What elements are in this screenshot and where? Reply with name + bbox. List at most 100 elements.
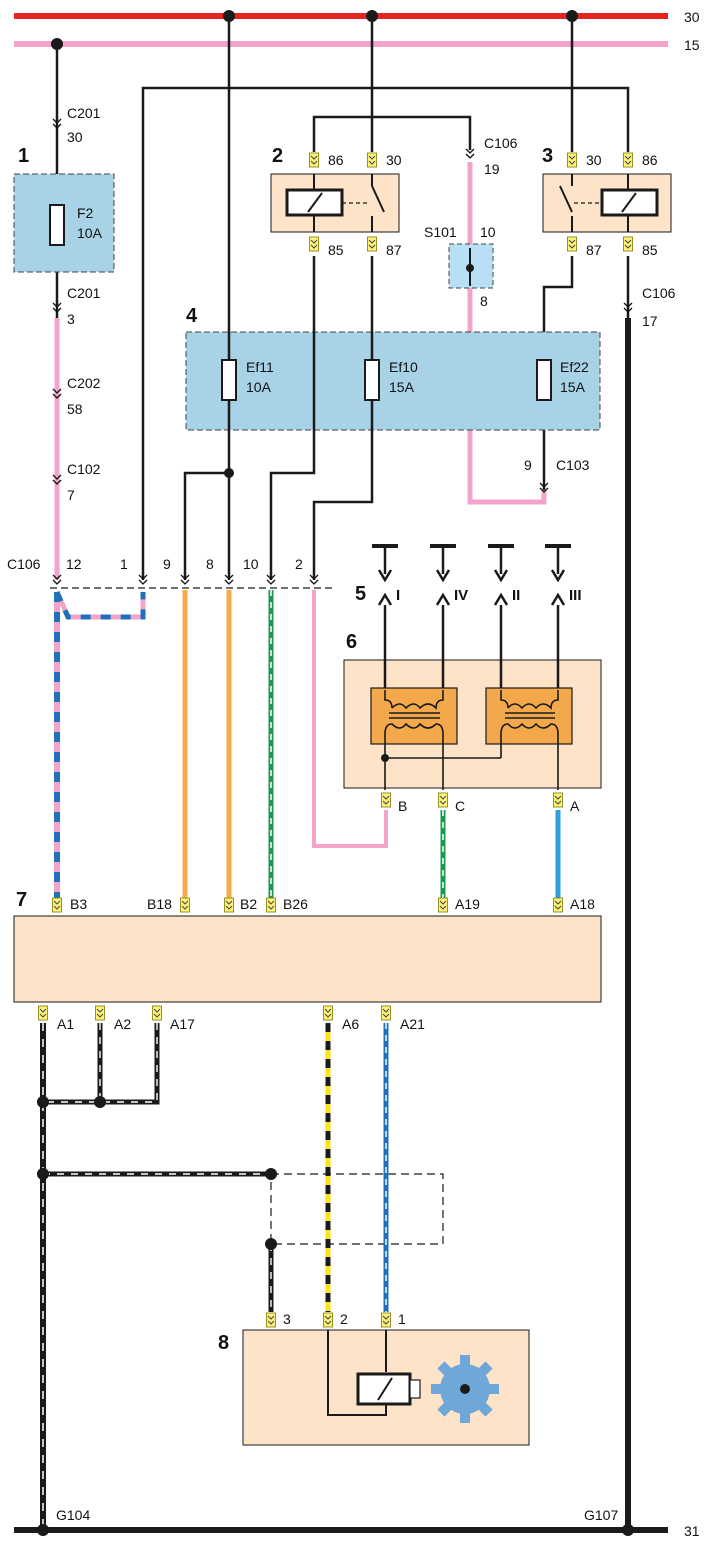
ecu-pin-a18-label: A18 bbox=[570, 896, 595, 912]
junction-dot bbox=[37, 1096, 49, 1108]
relay-2-87-label: 87 bbox=[386, 242, 402, 258]
c106-top-label: C106 bbox=[484, 135, 518, 151]
ecu-pin-a6-label: A6 bbox=[342, 1016, 359, 1032]
ecu-pin-a6 bbox=[323, 1005, 333, 1021]
c106-right-pin-17: 17 bbox=[642, 313, 658, 329]
gear-icon bbox=[431, 1355, 499, 1423]
spark-plug-i bbox=[372, 544, 398, 606]
component-7-label: 7 bbox=[16, 889, 27, 911]
relay-2-86-label: 86 bbox=[328, 152, 344, 168]
rail-15-label: 15 bbox=[684, 37, 700, 53]
ecu-pin-a21 bbox=[381, 1005, 391, 1021]
ecu-pin-a18 bbox=[553, 897, 563, 913]
wire-ef11-branch-9 bbox=[183, 471, 229, 580]
coil-winding-left bbox=[384, 690, 444, 790]
relay-3-switch bbox=[559, 185, 573, 213]
fuse-ef11 bbox=[221, 359, 237, 401]
component-8-label: 8 bbox=[218, 1332, 229, 1354]
wire-valve-internal-2 bbox=[327, 1330, 387, 1416]
component-2-label: 2 bbox=[272, 145, 283, 167]
plug-label-i: I bbox=[396, 587, 400, 604]
coil-pin-b bbox=[381, 792, 391, 808]
rail-30-label: 30 bbox=[684, 9, 700, 25]
relay-3-pin-86 bbox=[623, 152, 633, 168]
wire-pink-blue-loop bbox=[54, 590, 146, 620]
relay-3-85-label: 85 bbox=[642, 242, 658, 258]
ecu-pin-b2 bbox=[224, 897, 234, 913]
ecu-pin-b3 bbox=[52, 897, 62, 913]
coil-pin-a bbox=[553, 792, 563, 808]
coil-pack-left bbox=[370, 687, 458, 745]
valve-plunger bbox=[409, 1379, 421, 1399]
relay-2-pin-87 bbox=[367, 236, 377, 252]
spark-plug-iii bbox=[545, 544, 571, 606]
relay-2-coil-slash bbox=[307, 192, 323, 213]
fuse-ef22 bbox=[536, 359, 552, 401]
c106-top-pin-19: 19 bbox=[484, 161, 500, 177]
fuse-box-4 bbox=[185, 331, 601, 431]
fuse-f2 bbox=[49, 204, 65, 246]
s101-pin-10: 10 bbox=[480, 224, 496, 240]
splice-s101-dot bbox=[466, 264, 474, 272]
fuse-ef10-rating: 15A bbox=[389, 379, 415, 395]
wire-pink-blue-loop-stripe bbox=[54, 590, 146, 620]
wire-ground-bw bbox=[40, 1023, 274, 1530]
ecu-pin-a1-label: A1 bbox=[57, 1016, 74, 1032]
c103-label: C103 bbox=[556, 457, 590, 473]
valve-pin-1-label: 1 bbox=[398, 1311, 406, 1327]
fuse-ef11-rating: 10A bbox=[246, 379, 272, 395]
junction-dot bbox=[265, 1238, 277, 1250]
valve-solenoid-slash bbox=[377, 1377, 393, 1401]
ecu-pin-b2-label: B2 bbox=[240, 896, 257, 912]
valve-pin-2 bbox=[323, 1312, 333, 1328]
relay-2-pin-85 bbox=[309, 236, 319, 252]
relay-3-pin-30 bbox=[567, 152, 577, 168]
relay-3-pin-85 bbox=[623, 236, 633, 252]
fuse-ef22-name: Ef22 bbox=[560, 359, 589, 375]
coil-winding-right bbox=[500, 690, 559, 790]
ecu-pin-b18 bbox=[180, 897, 190, 913]
shield-enclosure bbox=[270, 1173, 444, 1245]
relay-3-87-label: 87 bbox=[586, 242, 602, 258]
junction-dot bbox=[223, 10, 235, 22]
junction-dot bbox=[94, 1096, 106, 1108]
junction-dot bbox=[381, 754, 389, 762]
c106-pin-12: 12 bbox=[66, 556, 82, 572]
valve-pin-2-label: 2 bbox=[340, 1311, 348, 1327]
ecu-pin-a19 bbox=[438, 897, 448, 913]
ecu-pin-a21-label: A21 bbox=[400, 1016, 425, 1032]
s101-pin-8: 8 bbox=[480, 293, 488, 309]
component-6-label: 6 bbox=[346, 631, 357, 653]
fuse-ef11-name: Ef11 bbox=[246, 359, 274, 375]
component-3-label: 3 bbox=[542, 145, 553, 167]
fuse-f2-rating: 10A bbox=[77, 225, 103, 241]
c106-pin-1: 1 bbox=[120, 556, 128, 572]
junction-dot bbox=[37, 1168, 49, 1180]
c106-pin-9: 9 bbox=[163, 556, 171, 572]
ecu-pin-a17-label: A17 bbox=[170, 1016, 195, 1032]
s101-label: S101 bbox=[424, 224, 457, 240]
ecu-pin-a2-label: A2 bbox=[114, 1016, 131, 1032]
spark-plug-iv bbox=[430, 544, 456, 606]
c202-pin-58: 58 bbox=[67, 401, 83, 417]
relay-3-pin-87 bbox=[567, 236, 577, 252]
junction-dot bbox=[566, 10, 578, 22]
coil-pin-c-label: C bbox=[455, 798, 465, 814]
c106-row-label: C106 bbox=[7, 556, 41, 572]
plug-label-iv: IV bbox=[454, 587, 468, 604]
plug-label-iii: III bbox=[569, 587, 582, 604]
ecu-7 bbox=[13, 915, 602, 1003]
c103-pin-9: 9 bbox=[524, 457, 532, 473]
c106-pin-8: 8 bbox=[206, 556, 214, 572]
relay-3-coil-slash bbox=[621, 192, 637, 213]
coil-pack-right bbox=[485, 687, 573, 745]
ground-point-g107 bbox=[622, 1524, 634, 1536]
relay-2-switch bbox=[371, 185, 385, 213]
relay-2-85-label: 85 bbox=[328, 242, 344, 258]
ecu-pin-a2 bbox=[95, 1005, 105, 1021]
rail-31-label: 31 bbox=[684, 1523, 700, 1539]
c201-out-label: C201 bbox=[67, 285, 101, 301]
relay-3-86-label: 86 bbox=[642, 152, 658, 168]
g107-label: G107 bbox=[584, 1507, 618, 1523]
